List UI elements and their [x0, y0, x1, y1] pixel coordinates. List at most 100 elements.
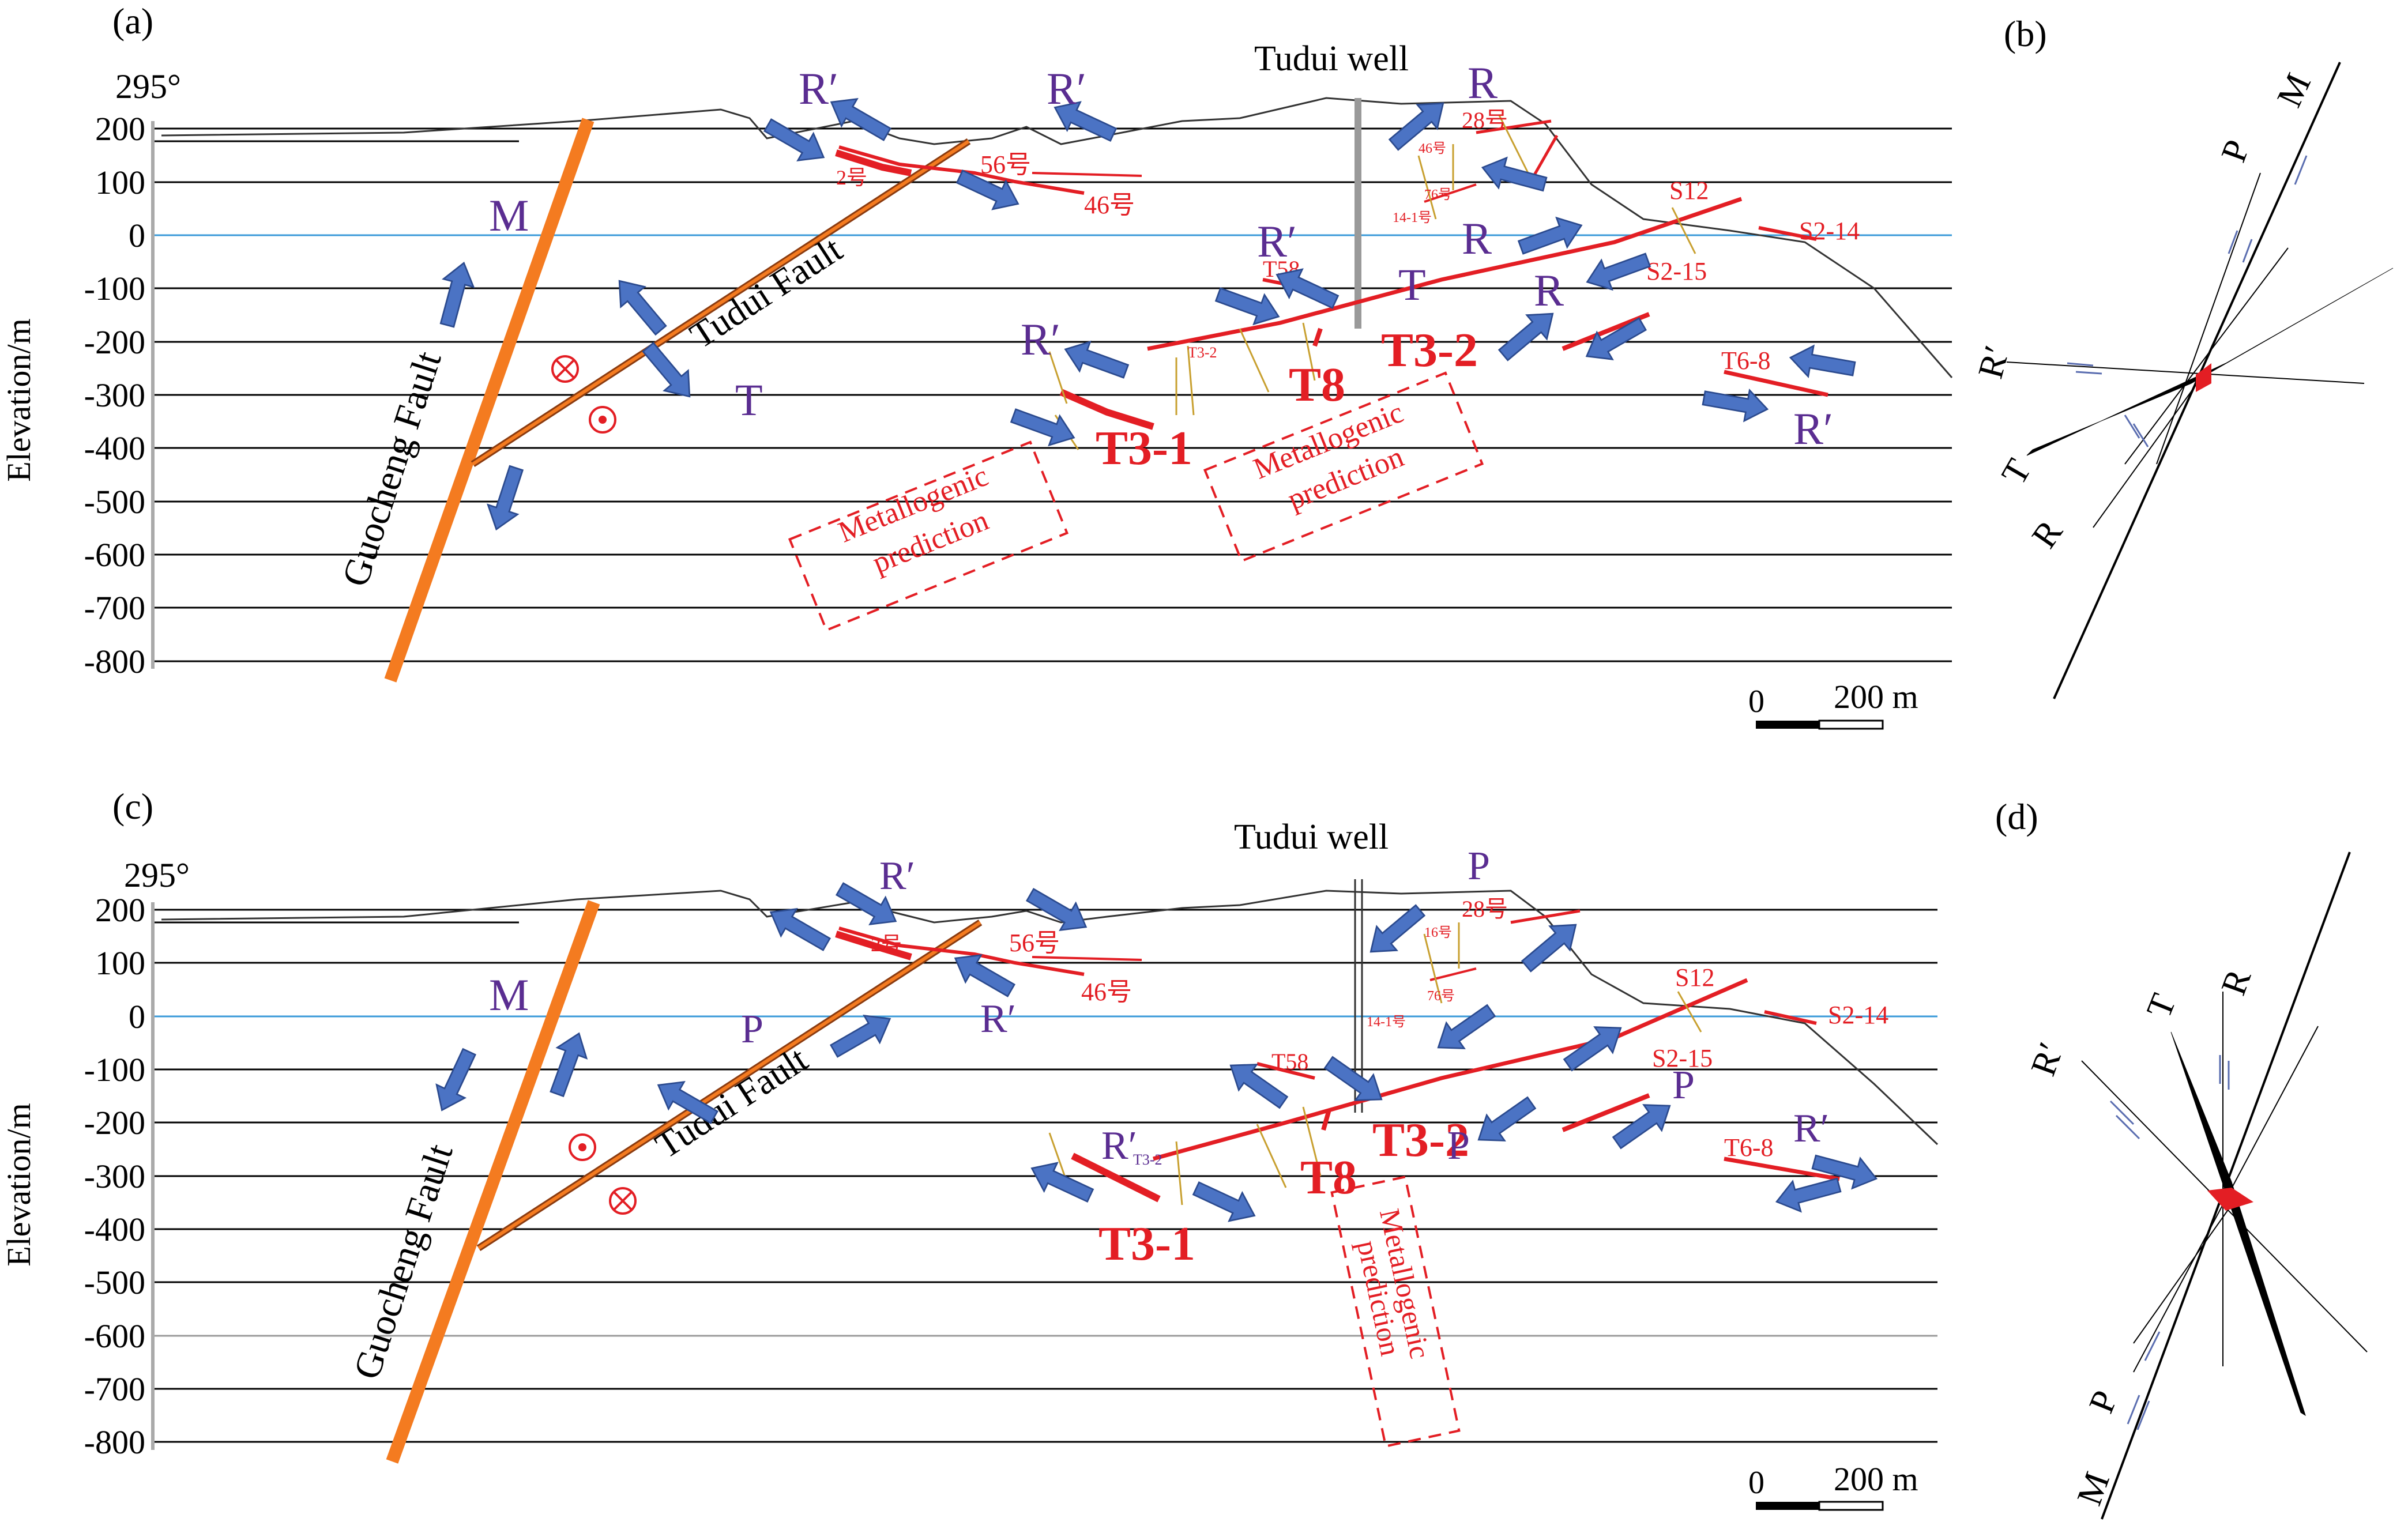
stress-label: T	[735, 375, 763, 425]
panel-a-scale-bar: 0 200 m	[1748, 678, 1918, 730]
vein-label: 2号	[871, 933, 902, 956]
panel-d-rose	[2081, 852, 2368, 1520]
panel-a-into-page-symbol	[551, 355, 616, 434]
ytick: 100	[95, 944, 145, 982]
panel-a-tick-marks	[1048, 115, 1696, 450]
rose-label: R′	[1971, 342, 2017, 383]
vein-label: S12	[1669, 176, 1709, 205]
panel-a-well-label: Tudui well	[1254, 39, 1409, 78]
ytick: -100	[84, 270, 145, 307]
panel-c-stress-labels: M P P P P R′ R′ R′ T3-2 R′	[489, 844, 1829, 1168]
panel-b-shear-arrows	[2067, 155, 2308, 447]
stress-label: R′	[1101, 1124, 1137, 1168]
vein-label: 46号	[1084, 191, 1135, 219]
ytick: -500	[84, 1264, 145, 1301]
ytick: 100	[95, 164, 145, 201]
stress-label: P	[741, 1007, 763, 1052]
ytick: 200	[95, 891, 145, 929]
stress-label: M	[489, 970, 529, 1020]
panel-c-ore-t31: T3-1	[1098, 1217, 1195, 1271]
stress-label: R′	[879, 854, 915, 898]
vein-label: 28号	[1462, 107, 1508, 133]
panel-a-guocheng-fault	[384, 118, 595, 683]
scale-zero: 0	[1748, 1465, 1764, 1501]
panel-d-labels: R′ T R P M	[2023, 964, 2259, 1510]
vein-label: S2-14	[1828, 1001, 1888, 1029]
vein-label: 14-1号	[1367, 1015, 1406, 1030]
ytick: -700	[84, 1370, 145, 1408]
vein-label: S12	[1675, 963, 1714, 992]
panel-b-label: (b)	[2004, 13, 2047, 54]
ytick: -800	[84, 643, 145, 680]
panel-c-motion-symbols	[569, 1133, 637, 1215]
ytick: -500	[84, 483, 145, 521]
ytick: -600	[84, 1317, 145, 1355]
vein-label: T58	[1271, 1049, 1308, 1075]
stress-label: R	[1534, 265, 1564, 315]
stress-label: R′	[1047, 63, 1086, 114]
panel-c-ylabel: Elevation/m	[0, 1103, 37, 1267]
panel-a-tudui-label: Tudui Fault	[683, 228, 849, 356]
ytick: -100	[84, 1051, 145, 1088]
rose-label: T	[1994, 453, 2039, 491]
stress-label: R′	[1257, 216, 1297, 266]
panel-b-labels: M P R′ T R	[1971, 67, 2319, 555]
ytick: -600	[84, 536, 145, 574]
panel-c-ore-t32: T3-2	[1372, 1113, 1469, 1167]
rose-label: P	[2082, 1385, 2125, 1418]
panel-a-ylabel: Elevation/m	[0, 318, 37, 482]
panel-c-prediction: Metallogenic prediction	[1330, 1176, 1461, 1448]
panel-a-ore-t31: T3-1	[1096, 421, 1192, 475]
stress-label: M	[489, 190, 529, 240]
scale-length: 200 m	[1834, 1460, 1918, 1498]
panel-d: (d) R′ T R P M	[1995, 796, 2368, 1520]
panel-a-ore-bodies	[835, 119, 1828, 430]
scale-zero: 0	[1748, 684, 1764, 719]
vein-label: S2-14	[1799, 217, 1860, 245]
vein-label: 14-1号	[1393, 210, 1432, 225]
panel-a-label: (a)	[112, 1, 153, 42]
panel-c-vein-labels: 2号 56号 46号 28号 16号 76号 14-1号 T58 S12 S2-…	[871, 896, 1888, 1162]
panel-a-vein-labels: 2号 56号 46号 28号 46号 76号 14-1号 T58 T3-2 S1…	[836, 107, 1860, 375]
ytick: -300	[84, 376, 145, 414]
panel-a-ore-t8: T8	[1289, 358, 1345, 412]
vein-label: T6-8	[1721, 346, 1771, 375]
ytick: -700	[84, 589, 145, 627]
panel-b: (b) M P R′ T R	[1971, 13, 2394, 699]
rose-label: M	[2070, 1467, 2117, 1510]
ytick: -200	[84, 323, 145, 361]
vein-label: 76号	[1424, 187, 1452, 202]
stress-label: R′	[1793, 1106, 1829, 1151]
vein-label: 76号	[1427, 989, 1455, 1004]
rose-label: R	[2025, 513, 2071, 555]
panel-c-yticks: 200 100 0 -100 -200 -300 -400 -500 -600 …	[84, 891, 145, 1461]
stress-label: R	[1462, 213, 1492, 263]
vein-label: 2号	[836, 166, 867, 189]
vein-label: S2-15	[1646, 257, 1707, 285]
vein-label: 28号	[1462, 896, 1508, 922]
vein-label: 56号	[980, 150, 1031, 179]
vein-label: 46号	[1419, 141, 1446, 156]
stress-label: R′	[980, 997, 1016, 1041]
panel-c-ore-t8: T8	[1300, 1151, 1357, 1204]
panel-a-yticks: 200 100 0 -100 -200 -300 -400 -500 -600 …	[84, 110, 145, 680]
stress-label: R	[1468, 58, 1498, 108]
ytick: -300	[84, 1158, 145, 1195]
panel-c-topography	[161, 890, 1939, 1146]
panel-d-shear-arrows	[2109, 1055, 2230, 1430]
panel-a: (a) 295° Elevation/m 200 100 0 -100 -200	[0, 1, 1953, 730]
panel-a-stress-labels: M T T R′ R′ R′ R′ R′ R R R	[489, 58, 1833, 454]
panel-b-rose	[2006, 62, 2394, 699]
vein-label: T3-2	[1188, 344, 1217, 361]
stress-label: P	[1672, 1063, 1695, 1107]
ytick: 200	[95, 110, 145, 148]
panel-c-tick-marks	[1048, 922, 1702, 1205]
vein-label: 56号	[1009, 929, 1060, 957]
vein-label: 16号	[1424, 925, 1452, 940]
stress-label: P	[1468, 844, 1490, 888]
stress-label: P	[1447, 1124, 1470, 1168]
ytick: 0	[129, 998, 145, 1035]
stress-label-sub: T3-2	[1133, 1151, 1162, 1168]
stress-label: R′	[799, 63, 838, 114]
